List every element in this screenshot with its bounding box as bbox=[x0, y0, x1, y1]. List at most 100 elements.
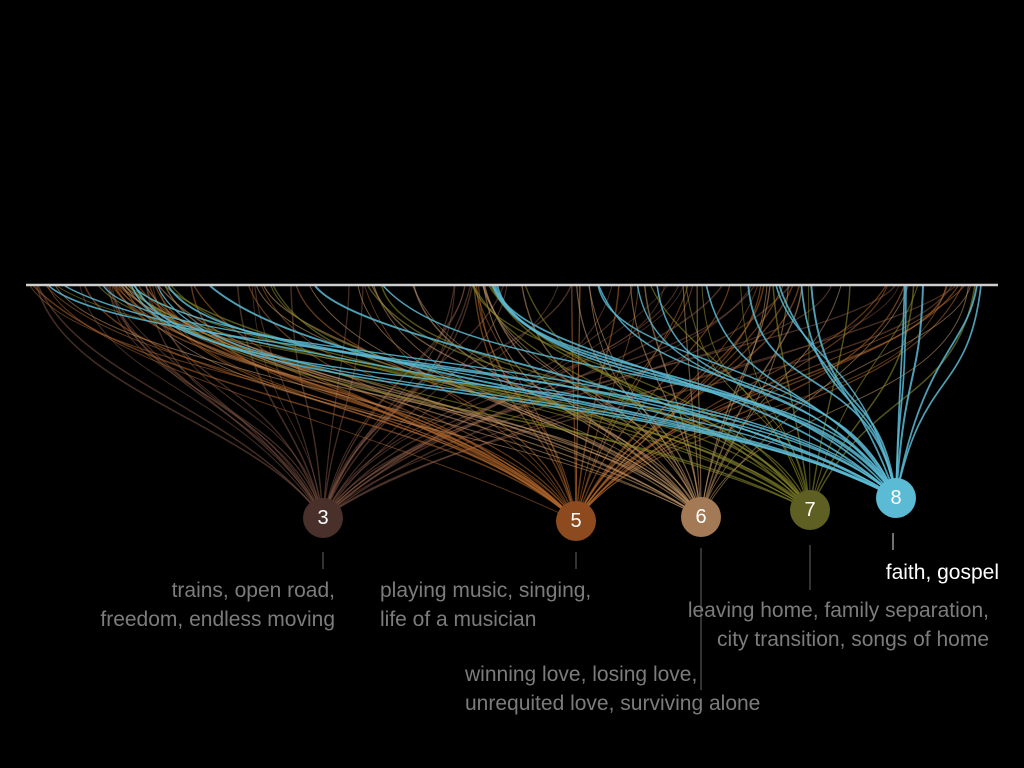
arc-link bbox=[571, 285, 577, 522]
cluster-node-label-7: 7 bbox=[804, 499, 815, 521]
arc-link bbox=[236, 285, 324, 519]
arc-link bbox=[261, 285, 577, 522]
arc-link bbox=[130, 285, 811, 511]
cluster-node-3[interactable]: 3 bbox=[303, 498, 343, 538]
cluster-node-circle-3[interactable] bbox=[303, 498, 343, 538]
cluster-nodes: 3 5 6 7 8 bbox=[303, 478, 916, 541]
topic-label-5-line-1: playing music, singing, bbox=[380, 579, 592, 602]
arc-link bbox=[700, 285, 909, 518]
arc-link bbox=[322, 285, 466, 519]
arc-link bbox=[48, 285, 897, 499]
arc-link bbox=[322, 285, 455, 519]
topic-label-7-line-1: leaving home, family separation, bbox=[687, 599, 989, 622]
arc-link bbox=[79, 285, 324, 519]
cluster-node-circle-8[interactable] bbox=[876, 478, 916, 518]
arc-link bbox=[255, 285, 702, 518]
cluster-node-circle-5[interactable] bbox=[556, 501, 596, 541]
arc-link bbox=[263, 285, 702, 518]
arc-link bbox=[133, 285, 897, 499]
cluster-node-7[interactable]: 7 bbox=[790, 490, 830, 530]
arc-link bbox=[575, 285, 905, 522]
arc-link bbox=[125, 285, 702, 518]
arc-link bbox=[747, 285, 897, 499]
arc-link bbox=[809, 285, 915, 511]
arc-link bbox=[357, 285, 702, 518]
arc-link bbox=[588, 285, 702, 518]
arc-link bbox=[380, 285, 811, 511]
label-leader-lines bbox=[322, 533, 894, 690]
arc-link bbox=[290, 285, 324, 519]
topic-label-8-line-1: faith, gospel bbox=[885, 561, 999, 584]
arc-link bbox=[575, 285, 800, 522]
arc-link bbox=[371, 285, 702, 518]
arc-link bbox=[128, 285, 811, 511]
topic-label-8: faith, gospel bbox=[886, 558, 999, 587]
arc-link bbox=[808, 285, 811, 511]
cluster-node-circle-7[interactable] bbox=[790, 490, 830, 530]
topic-label-3: trains, open road, freedom, endless movi… bbox=[100, 576, 335, 634]
arc-link bbox=[117, 285, 577, 522]
arc-link bbox=[682, 285, 702, 518]
arc-link bbox=[575, 285, 731, 522]
arc-link bbox=[492, 285, 897, 499]
arc-link bbox=[164, 285, 702, 518]
arc-link bbox=[322, 285, 456, 519]
arc-link bbox=[895, 285, 907, 499]
topic-label-7: leaving home, family separation, city tr… bbox=[688, 596, 989, 654]
topic-label-6: winning love, losing love, unrequited lo… bbox=[465, 660, 760, 718]
cluster-node-label-5: 5 bbox=[570, 510, 581, 532]
arc-link bbox=[45, 285, 577, 522]
arc-link bbox=[636, 285, 897, 499]
arc-link bbox=[111, 285, 324, 519]
arc-link bbox=[105, 285, 324, 519]
arc-link bbox=[309, 285, 702, 518]
arc-link bbox=[575, 285, 762, 522]
topic-label-3-line-2: freedom, endless moving bbox=[100, 608, 335, 631]
arc-link bbox=[895, 285, 924, 499]
cluster-node-8[interactable]: 8 bbox=[876, 478, 916, 518]
arc-link bbox=[895, 285, 982, 499]
arc-link bbox=[772, 285, 811, 511]
arc-link bbox=[778, 285, 897, 499]
arc-link bbox=[29, 285, 577, 522]
arc-link bbox=[412, 285, 702, 518]
cluster-node-5[interactable]: 5 bbox=[556, 501, 596, 541]
arc-link bbox=[701, 285, 811, 511]
arc-link bbox=[575, 285, 765, 522]
arc-link bbox=[382, 285, 897, 499]
topic-label-6-line-2: unrequited love, surviving alone bbox=[465, 692, 761, 715]
arc-link bbox=[588, 285, 702, 518]
topic-label-6-line-1: winning love, losing love, bbox=[465, 663, 698, 686]
arc-link bbox=[36, 285, 324, 519]
arc-link bbox=[64, 285, 897, 499]
arc-link bbox=[630, 285, 702, 518]
arc-link bbox=[483, 285, 702, 518]
arc-link bbox=[521, 285, 702, 518]
arc-link bbox=[55, 285, 702, 518]
topic-label-7-line-2: city transition, songs of home bbox=[717, 628, 989, 651]
arc-link bbox=[322, 285, 832, 519]
cluster-node-label-8: 8 bbox=[890, 487, 901, 509]
arc-link bbox=[122, 285, 702, 518]
arc-link bbox=[154, 285, 577, 522]
arc-link bbox=[209, 285, 897, 499]
arc-link bbox=[152, 285, 324, 519]
arc-link bbox=[810, 285, 897, 499]
arc-link bbox=[696, 285, 702, 518]
topic-label-5: playing music, singing, life of a musici… bbox=[380, 576, 591, 634]
arc-link bbox=[656, 285, 897, 499]
cluster-node-label-3: 3 bbox=[317, 507, 328, 529]
arc-link bbox=[131, 285, 897, 499]
arc-link bbox=[56, 285, 811, 511]
arc-link bbox=[158, 285, 702, 518]
cluster-node-circle-6[interactable] bbox=[681, 497, 721, 537]
topic-label-5-line-2: life of a musician bbox=[380, 608, 537, 631]
arc-links bbox=[29, 285, 982, 522]
arc-link bbox=[47, 285, 577, 522]
arc-link bbox=[167, 285, 897, 499]
cluster-node-6[interactable]: 6 bbox=[681, 497, 721, 537]
arc-link bbox=[705, 285, 897, 499]
arc-link bbox=[740, 285, 811, 511]
